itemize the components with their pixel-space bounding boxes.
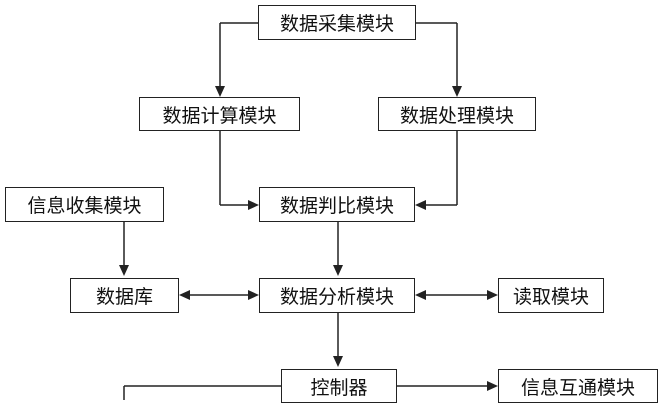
edge-analyze-read [415,290,498,300]
node-data-process: 数据处理模块 [378,97,536,131]
edge-collect-to-calc [215,22,258,97]
edge-calc-to-judge [219,131,259,210]
node-data-analyze: 数据分析模块 [259,278,415,313]
node-data-judge: 数据判比模块 [259,187,415,222]
node-info-collect: 信息收集模块 [5,187,164,222]
edge-db-analyze [179,290,259,300]
edge-collect-to-process [416,22,462,97]
node-info-exchange: 信息互通模块 [498,369,658,403]
edge-controller-to-exchange [397,381,498,391]
edge-process-to-judge [415,131,458,210]
edge-analyze-to-controller [333,313,343,367]
node-database: 数据库 [70,278,179,313]
node-data-collect: 数据采集模块 [258,5,416,40]
edge-judge-to-analyze [333,222,343,276]
edge-controller-left-stub [123,385,281,400]
edge-info-to-db [119,222,129,276]
node-read: 读取模块 [498,278,604,313]
node-data-calc: 数据计算模块 [139,97,300,131]
node-controller: 控制器 [281,369,397,403]
